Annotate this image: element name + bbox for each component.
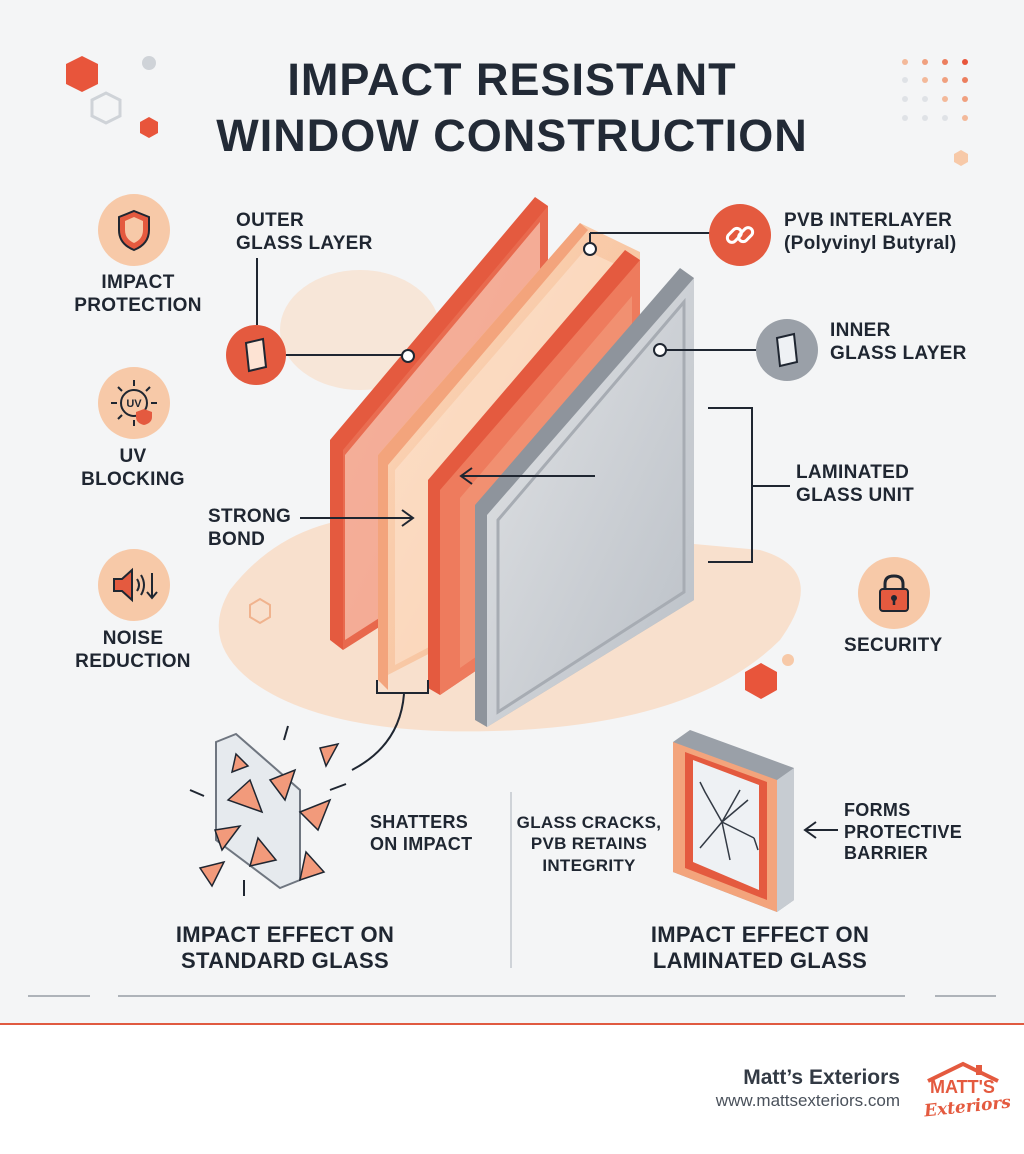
caption-standard-glass: IMPACT EFFECT ON STANDARD GLASS [175,922,395,974]
page-title: IMPACT RESISTANT WINDOW CONSTRUCTION [0,52,1024,165]
footer: Matt’s Exteriors www.mattsexteriors.com … [0,1025,1024,1154]
noise-reduction-icon-badge [98,549,170,621]
label-outer-glass-layer: OUTER GLASS LAYER [236,210,373,254]
company-logo: MATT'S Exteriors [922,1061,1012,1125]
laminated-cracked-glass-illustration [673,730,794,912]
title-line1: IMPACT RESISTANT [287,54,737,105]
label-security: SECURITY [844,635,943,656]
company-url[interactable]: www.mattsexteriors.com [715,1091,900,1110]
shield-icon [118,209,150,252]
logo-text-matts: MATT'S [930,1077,995,1097]
house-roof-icon [927,1061,999,1083]
glass-pane-icon-red [226,325,286,385]
label-strong-bond: STRONG BOND [208,506,292,550]
uv-icon-text: UV [126,398,142,410]
label-laminated-glass-unit: LAMINATED GLASS UNIT [796,462,915,506]
shattering-glass-illustration [189,725,347,896]
benefit-uv-blocking: UV BLOCKING [81,446,185,490]
uv-blocking-icon-badge: UV [98,367,170,439]
padlock-icon [879,574,909,612]
uv-sun-icon: UV [111,380,157,426]
connector-lines [256,232,838,968]
chain-link-icon [725,226,755,244]
note-shatters-on-impact: SHATTERS ON IMPACT [370,812,473,854]
footer-accent-line [0,1023,1024,1026]
label-inner-glass-layer: INNER GLASS LAYER [830,320,967,364]
title-line2: WINDOW CONSTRUCTION [216,110,808,162]
pvb-link-icon-badge [709,204,771,266]
impact-protection-icon-badge [98,194,170,266]
glass-pane-icon [775,332,799,368]
caption-laminated-glass: IMPACT EFFECT ON LAMINATED GLASS [650,922,870,974]
label-pvb-interlayer: PVB INTERLAYER (Polyvinyl Butyral) [784,210,957,254]
benefit-impact-protection: IMPACT PROTECTION [74,272,202,316]
glass-pane-icon [244,337,268,373]
note-glass-cracks: GLASS CRACKS, PVB RETAINS INTEGRITY [516,813,662,875]
inner-glass-pane [475,268,694,727]
benefit-noise-reduction: NOISE REDUCTION [75,628,191,672]
note-forms-protective-barrier: FORMS PROTECTIVE BARRIER [844,800,963,864]
glass-pane-icon-grey-badge [756,319,818,381]
company-name: Matt’s Exteriors [743,1066,900,1089]
speaker-icon [113,567,158,603]
decor-hexagons-left [66,56,158,138]
security-icon-badge [858,557,930,629]
decor-dot-grid [902,59,968,166]
